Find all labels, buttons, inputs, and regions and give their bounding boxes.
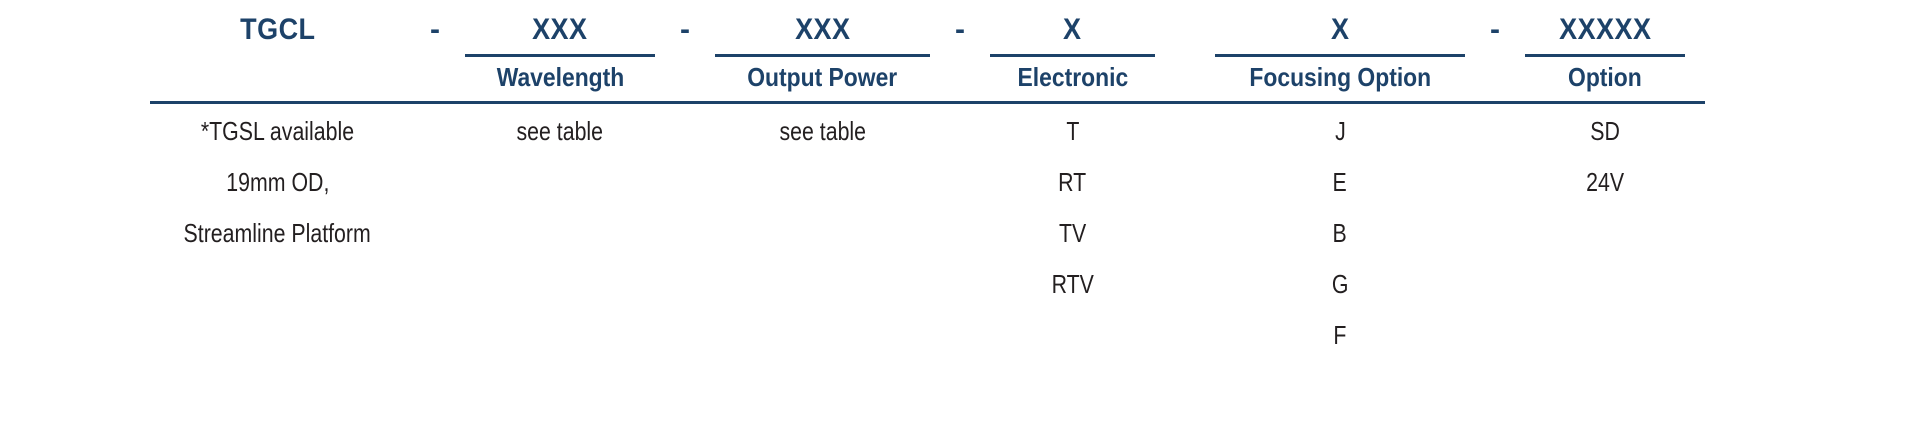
option-value: E <box>1332 167 1348 197</box>
separator-3: - <box>930 8 990 52</box>
separator-dash-icon: - <box>955 13 965 46</box>
code-label-option: Option <box>1568 62 1642 92</box>
code-rule-focusing-option <box>1215 54 1465 57</box>
code-column-model: TGCL <box>150 8 405 52</box>
options-column-model: *TGSL available 19mm OD, Streamline Plat… <box>150 106 405 259</box>
code-column-output-power: XXX Output Power <box>715 8 930 97</box>
code-rule-electronic <box>990 54 1155 57</box>
options-column-wavelength: see table <box>465 106 655 157</box>
separator-dash-icon: - <box>430 13 440 46</box>
code-label-wavelength: Wavelength <box>496 62 624 92</box>
option-value: 19mm OD, <box>225 167 330 197</box>
option-value: B <box>1332 218 1348 248</box>
option-value: *TGSL available <box>200 116 355 146</box>
separator-dash-icon: - <box>1490 13 1500 46</box>
options-column-focusing-option: J E B G F <box>1215 106 1465 361</box>
option-value: Streamline Platform <box>183 218 372 248</box>
code-label-focusing-option: Focusing Option <box>1249 62 1431 92</box>
option-value: J <box>1334 116 1346 146</box>
header-divider <box>150 101 1705 104</box>
option-value: see table <box>516 116 604 146</box>
option-value: F <box>1333 320 1347 350</box>
separator-2: - <box>655 8 715 52</box>
code-token-option: XXXXX <box>1558 13 1652 46</box>
code-label-output-power: Output Power <box>747 62 898 92</box>
option-value: RT <box>1058 167 1087 197</box>
code-column-option: XXXXX Option <box>1525 8 1685 97</box>
code-token-electronic: X <box>1063 13 1082 46</box>
code-rule-output-power <box>715 54 930 57</box>
option-value: T <box>1065 116 1080 146</box>
code-token-wavelength: XXX <box>532 13 588 46</box>
part-number-code-row: TGCL - XXX Wavelength - XXX Output Power… <box>150 8 1705 96</box>
code-rule-option <box>1525 54 1685 57</box>
code-rule-wavelength <box>465 54 655 57</box>
code-token-model: TGCL <box>239 13 316 46</box>
separator-dash-icon: - <box>680 13 690 46</box>
options-column-option: SD 24V <box>1525 106 1685 208</box>
option-value: see table <box>779 116 866 146</box>
option-value: 24V <box>1586 167 1624 197</box>
options-column-output-power: see table <box>715 106 930 157</box>
option-value: TV <box>1058 218 1087 248</box>
option-value: RTV <box>1051 269 1094 299</box>
code-column-focusing-option: X Focusing Option <box>1215 8 1465 97</box>
option-value: G <box>1331 269 1349 299</box>
option-value: SD <box>1590 116 1620 146</box>
code-label-electronic: Electronic <box>1017 62 1128 92</box>
part-number-options-row: *TGSL available 19mm OD, Streamline Plat… <box>150 106 1705 361</box>
code-column-wavelength: XXX Wavelength <box>465 8 655 97</box>
code-token-focusing-option: X <box>1330 13 1350 46</box>
options-column-electronic: T RT TV RTV <box>990 106 1155 310</box>
separator-5: - <box>1465 8 1525 52</box>
code-token-output-power: XXX <box>794 13 851 46</box>
code-column-electronic: X Electronic <box>990 8 1155 97</box>
separator-1: - <box>405 8 465 52</box>
